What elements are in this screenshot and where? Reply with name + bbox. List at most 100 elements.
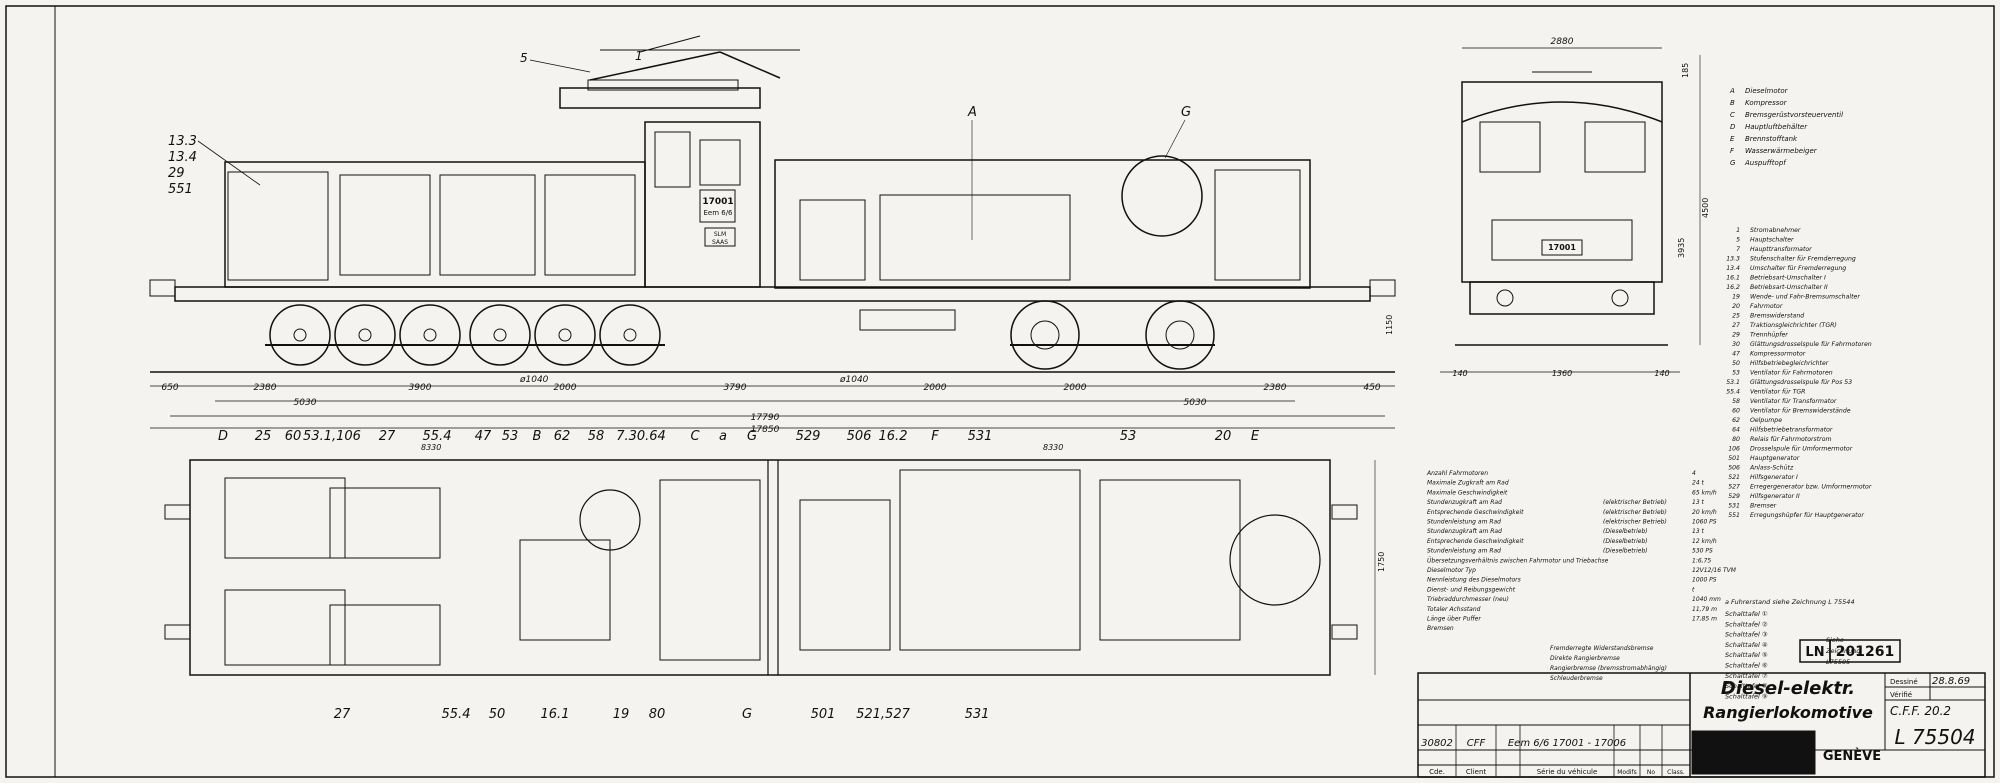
wheel (269, 304, 331, 366)
legend-text: Relais für Fahrmotorstrom (1750, 435, 1832, 443)
column-header: Série du véhicule (1537, 768, 1598, 776)
drawing-number: L 75504 (1894, 725, 1975, 749)
legend-text: Oelpumpe (1750, 417, 1782, 424)
panel-note-item: Schalttafel ④ (1725, 641, 1768, 649)
legend-key: 50 (1732, 360, 1740, 367)
verifie-label: Vérifié (1890, 691, 1912, 699)
cab-side-window (699, 139, 741, 186)
jackshaft-drive (859, 309, 956, 331)
part-callout: G (747, 429, 757, 444)
part-callout: 27 (334, 707, 351, 722)
part-callout: E (1251, 429, 1260, 444)
dimension-value: 8330 (1043, 443, 1063, 452)
spec-label: Maximale Geschwindigkeit (1427, 489, 1508, 496)
spec-label: Totaler Achsstand (1427, 606, 1481, 613)
plate-text: SLM (714, 231, 726, 238)
dimension-value: 2000 (1064, 383, 1087, 393)
underframe (174, 286, 1371, 302)
part-callout: D (218, 429, 228, 444)
part-callout: F (931, 429, 939, 444)
spec-value: 530 PS (1692, 548, 1713, 555)
panel-note-item: Schalttafel ⑨ (1725, 692, 1768, 700)
cab-roof (559, 87, 761, 109)
dimension-value: 2380 (254, 383, 277, 393)
spec-value: 1:6,75 (1692, 557, 1711, 564)
callout-label: 13.4 (168, 150, 197, 165)
dimension-value: 450 (1363, 383, 1380, 393)
wheel-hub (623, 328, 637, 342)
legend-key: 27 (1732, 322, 1740, 329)
brake-type: Schleuderbremse (1550, 675, 1603, 682)
wheel-hub (493, 328, 507, 342)
part-callout: 25 (255, 429, 272, 444)
legend-text: Hauptgenerator (1750, 454, 1800, 462)
part-callout: 531 (965, 707, 990, 722)
legend-text: Brennstofftank (1745, 135, 1798, 143)
headlight (1611, 289, 1629, 307)
brake-type: Direkte Rangierbremse (1550, 655, 1620, 662)
spec-value: 20 km/h (1692, 509, 1717, 516)
loco-number: 17001 (1548, 243, 1576, 252)
callout-label: A (967, 105, 977, 120)
legend-text: Auspufftopf (1744, 159, 1787, 167)
legend-text: Traktionsgleichrichter (TGR) (1750, 321, 1837, 329)
radiator-block (1214, 169, 1301, 281)
part-callout: 27 (379, 429, 396, 444)
column-header: No (1647, 769, 1655, 776)
plan-block-3 (329, 487, 441, 559)
dimension-value: 650 (161, 383, 178, 393)
plan-outline (189, 459, 1331, 676)
dimension-value: 8330 (421, 443, 441, 452)
height-dimension: 3935 (1677, 238, 1686, 258)
legend-text: Hilfsbetriebegleichrichter (1750, 359, 1829, 367)
legend-key: 29 (1732, 332, 1740, 339)
panel-note-item: Schalttafel ⑧ (1725, 682, 1768, 690)
spec-label: Stundenzugkraft am Rad (1427, 499, 1502, 506)
part-callout: 501 (811, 707, 836, 722)
front-hood (1491, 219, 1633, 261)
callout-label: 29 (168, 166, 185, 181)
part-callout: 53.1,106 (303, 429, 361, 444)
legend-text: Erregergenerator bzw. Umformermotor (1750, 483, 1872, 491)
legend-text: Bremser (1750, 503, 1777, 510)
plan-block-2 (224, 589, 346, 666)
part-callout: 16.1 (541, 707, 570, 722)
legend-key: 53 (1732, 370, 1740, 377)
legend-key: D (1730, 123, 1736, 131)
buffer-left (149, 279, 176, 297)
spec-mode: (Dieselbetrieb) (1603, 538, 1648, 545)
legend-text: Glättungsdrosselspule für Pos 53 (1750, 378, 1852, 386)
short-hood (224, 161, 646, 288)
callout-label: 13.3 (168, 134, 197, 149)
dimension-value: 2380 (1264, 383, 1287, 393)
vehicle-series: Eem 6/6 17001 - 17006 (1508, 738, 1626, 749)
front-number-plate (1541, 239, 1583, 256)
legend-text: Hauptluftbehälter (1745, 123, 1808, 131)
wheel-hub (358, 328, 372, 342)
hood-panel-1 (227, 171, 329, 281)
legend-key: 25 (1732, 313, 1740, 320)
callout-label: G (1181, 105, 1191, 120)
spec-value: 1000 PS (1692, 577, 1717, 584)
part-callout: 531 (968, 429, 993, 444)
legend-key: 64 (1732, 427, 1740, 434)
column-header: Class. (1667, 769, 1685, 776)
part-callout: 47 (475, 429, 492, 444)
spec-label: Entsprechende Geschwindigkeit (1427, 538, 1524, 545)
panel-note-item: Schalttafel ⑤ (1725, 651, 1768, 659)
part-callout: 521,527 (856, 707, 910, 722)
silencer-drum (1121, 155, 1203, 237)
bottom-dimension: 1360 (1552, 369, 1572, 378)
part-callout: 20 (1215, 429, 1232, 444)
legend-key: 62 (1732, 417, 1740, 424)
dimension-value: 17850 (751, 425, 780, 435)
plan-generator (799, 499, 891, 651)
plan-buffer (1331, 624, 1358, 640)
dimension-value: 3790 (724, 383, 747, 393)
spec-label: Triebraddurchmesser (neu) (1427, 596, 1509, 603)
part-callout: 53 (1120, 429, 1137, 444)
wheel (534, 304, 596, 366)
cab-door-window (654, 131, 691, 188)
